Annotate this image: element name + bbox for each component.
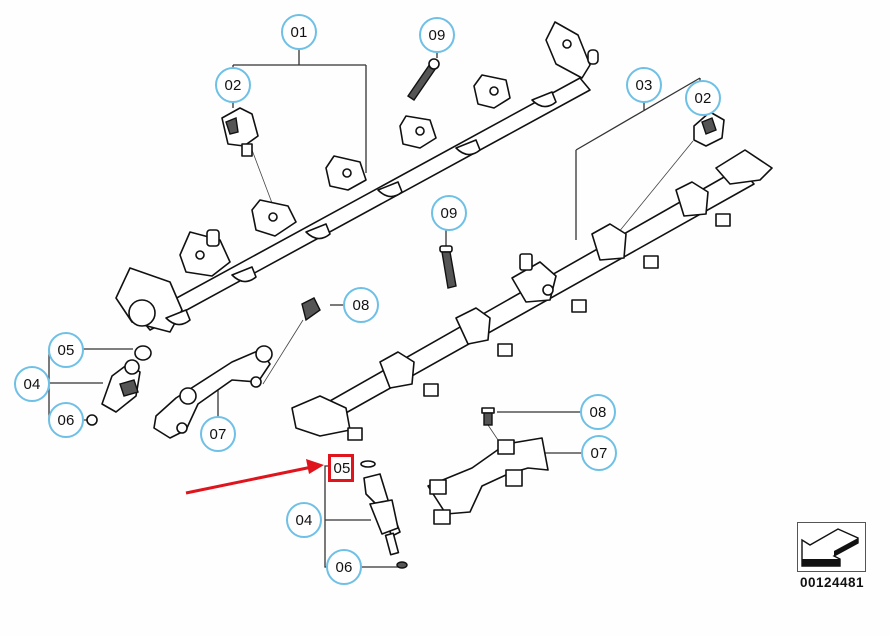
callout-07[interactable]: 07 bbox=[200, 416, 236, 452]
callout-05[interactable]: 05 bbox=[48, 332, 84, 368]
callout-06[interactable]: 06 bbox=[326, 549, 362, 585]
pressure-sensor-upper bbox=[221, 107, 259, 157]
callout-09[interactable]: 09 bbox=[419, 17, 455, 53]
callout-03[interactable]: 03 bbox=[626, 67, 662, 103]
pressure-sensor-lower bbox=[693, 111, 725, 147]
callout-04[interactable]: 04 bbox=[14, 366, 50, 402]
injector-lower bbox=[360, 460, 408, 569]
screw-lower bbox=[481, 407, 495, 426]
bolt-upper bbox=[407, 58, 440, 101]
callout-08[interactable]: 08 bbox=[343, 287, 379, 323]
callout-01[interactable]: 01 bbox=[281, 14, 317, 50]
screw-upper bbox=[301, 297, 321, 322]
clamp-left bbox=[153, 345, 273, 439]
back-navigation-button[interactable] bbox=[797, 522, 866, 572]
highlight-box bbox=[328, 454, 354, 482]
callout-08[interactable]: 08 bbox=[580, 394, 616, 430]
diagram-id-label: 00124481 bbox=[800, 575, 865, 590]
arrow-back-left-icon bbox=[801, 528, 859, 567]
callout-09[interactable]: 09 bbox=[431, 195, 467, 231]
callout-07[interactable]: 07 bbox=[581, 435, 617, 471]
fuel-rail-upper bbox=[115, 21, 599, 333]
red-pointer-arrow bbox=[185, 459, 324, 495]
bolt-lower bbox=[439, 245, 457, 289]
clamp-right bbox=[427, 437, 549, 525]
callout-06[interactable]: 06 bbox=[48, 402, 84, 438]
fuel-rail-lower bbox=[291, 149, 773, 441]
callout-02[interactable]: 02 bbox=[685, 80, 721, 116]
injector-left bbox=[86, 345, 152, 426]
callout-02[interactable]: 02 bbox=[215, 67, 251, 103]
callout-05-highlighted[interactable]: 05 bbox=[333, 459, 351, 477]
callout-04[interactable]: 04 bbox=[286, 502, 322, 538]
